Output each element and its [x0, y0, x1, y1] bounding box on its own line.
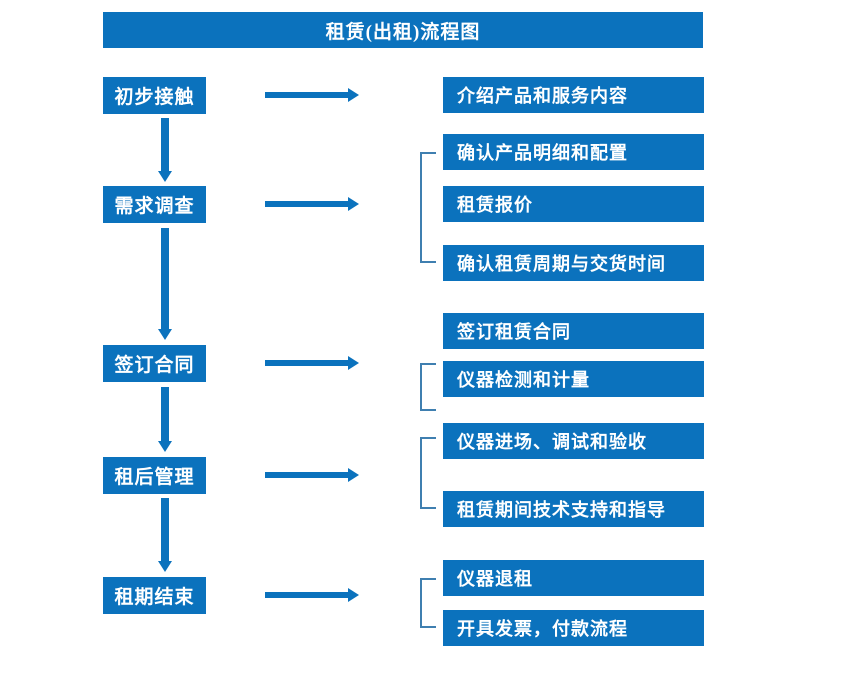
- stage-box-2[interactable]: 需求调查: [103, 186, 206, 223]
- arrow-shaft: [161, 387, 169, 441]
- vertical-arrow-2: [158, 228, 172, 340]
- arrow-shaft: [265, 201, 349, 207]
- arrow-shaft: [265, 472, 349, 478]
- stage-box-4[interactable]: 租后管理: [103, 457, 206, 494]
- detail-box-4[interactable]: 确认租赁周期与交货时间: [443, 245, 704, 281]
- arrow-shaft: [265, 92, 349, 98]
- arrow-shaft: [265, 360, 349, 366]
- detail-box-3[interactable]: 租赁报价: [443, 186, 704, 222]
- stage-box-3[interactable]: 签订合同: [103, 345, 206, 382]
- horizontal-arrow-3: [265, 356, 359, 370]
- horizontal-arrow-1: [265, 88, 359, 102]
- vertical-arrow-4: [158, 498, 172, 572]
- arrow-head-icon: [348, 356, 359, 370]
- detail-box-1[interactable]: 介绍产品和服务内容: [443, 77, 704, 113]
- detail-box-2[interactable]: 确认产品明细和配置: [443, 134, 704, 170]
- group-bracket-1: [420, 152, 436, 263]
- arrow-shaft: [161, 118, 169, 171]
- horizontal-arrow-4: [265, 468, 359, 482]
- diagram-title: 租赁(出租)流程图: [103, 12, 703, 48]
- group-bracket-2: [420, 363, 436, 411]
- stage-box-1[interactable]: 初步接触: [103, 77, 206, 114]
- arrow-head-icon: [158, 329, 172, 340]
- horizontal-arrow-5: [265, 588, 359, 602]
- arrow-shaft: [265, 592, 349, 598]
- detail-box-9[interactable]: 仪器退租: [443, 560, 704, 596]
- stage-box-5[interactable]: 租期结束: [103, 577, 206, 614]
- arrow-head-icon: [158, 561, 172, 572]
- arrow-head-icon: [158, 441, 172, 452]
- detail-box-5[interactable]: 签订租赁合同: [443, 313, 704, 349]
- arrow-head-icon: [348, 588, 359, 602]
- detail-box-6[interactable]: 仪器检测和计量: [443, 361, 704, 397]
- arrow-shaft: [161, 498, 169, 561]
- arrow-head-icon: [348, 468, 359, 482]
- detail-box-8[interactable]: 租赁期间技术支持和指导: [443, 491, 704, 527]
- vertical-arrow-1: [158, 118, 172, 182]
- group-bracket-3: [420, 437, 436, 509]
- group-bracket-4: [420, 578, 436, 628]
- arrow-head-icon: [348, 197, 359, 211]
- horizontal-arrow-2: [265, 197, 359, 211]
- detail-box-7[interactable]: 仪器进场、调试和验收: [443, 423, 704, 459]
- detail-box-10[interactable]: 开具发票，付款流程: [443, 610, 704, 646]
- arrow-shaft: [161, 228, 169, 329]
- arrow-head-icon: [158, 171, 172, 182]
- vertical-arrow-3: [158, 387, 172, 452]
- arrow-head-icon: [348, 88, 359, 102]
